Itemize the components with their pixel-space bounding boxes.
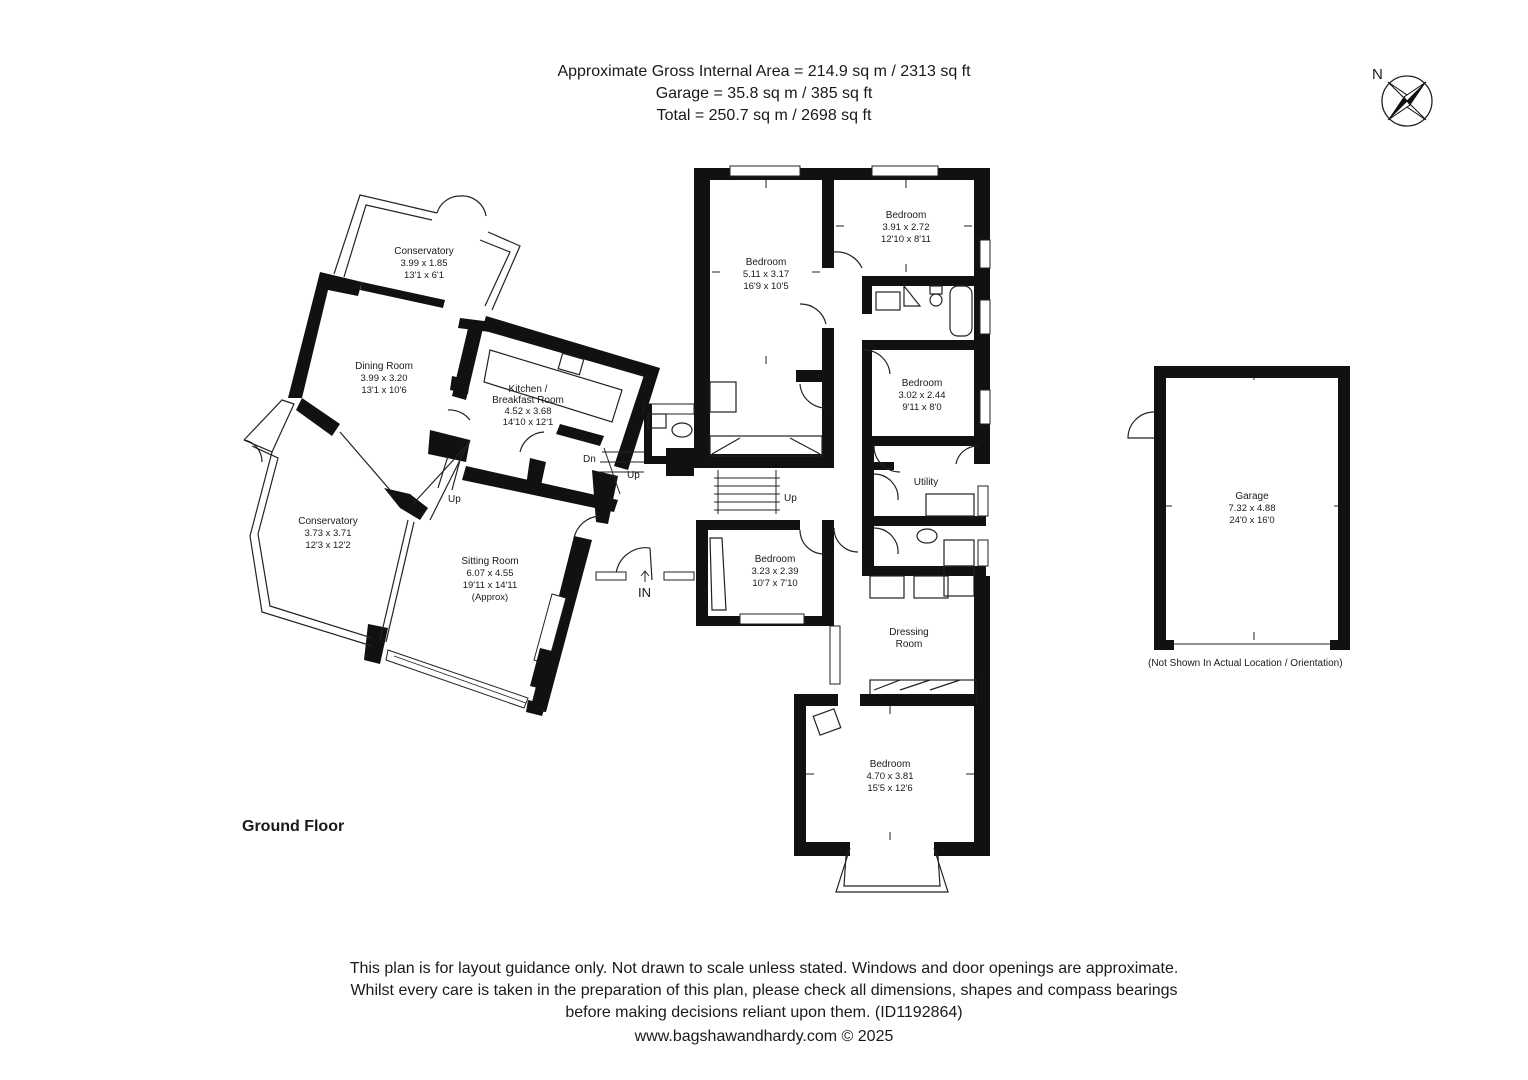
room-name: Conservatory <box>394 246 453 257</box>
room-name: Sitting Room <box>461 556 518 567</box>
room-dim-imperial: 12'3 x 12'2 <box>305 540 350 551</box>
room-name: Bedroom <box>755 554 796 565</box>
stair-labels: Up Dn Up Up <box>448 454 797 505</box>
room-name: Breakfast Room <box>492 395 564 406</box>
east-block-walls <box>643 165 991 893</box>
room-dim-imperial: 12'10 x 8'11 <box>881 234 931 245</box>
room-dim-metric: 5.11 x 3.17 <box>743 269 789 280</box>
west-wing-walls <box>243 194 695 716</box>
room-name: Bedroom <box>746 257 787 268</box>
room-name: Garage <box>1235 491 1269 502</box>
room-name: Bedroom <box>870 759 911 770</box>
stair-up-label: Up <box>448 494 461 505</box>
room-name: Room <box>896 639 923 650</box>
room-dim-metric: 7.32 x 4.88 <box>1228 503 1275 514</box>
room-name: Dressing <box>889 627 928 638</box>
room-dim-metric: 3.73 x 3.71 <box>304 528 351 539</box>
room-dim-metric: 4.52 x 3.68 <box>504 406 551 417</box>
room-name: Kitchen / <box>509 384 548 395</box>
room-dim-imperial: 14'10 x 12'1 <box>503 417 554 428</box>
room-dim-imperial: 19'11 x 14'11 <box>463 580 518 591</box>
room-name: Bedroom <box>902 378 943 389</box>
room-dim-imperial: 10'7 x 7'10 <box>752 578 797 589</box>
room-dim-metric: 4.70 x 3.81 <box>866 771 913 782</box>
room-dim-metric: 3.99 x 1.85 <box>400 258 447 269</box>
room-dim-imperial: 13'1 x 6'1 <box>404 270 444 281</box>
room-dim-imperial: 13'1 x 10'6 <box>361 385 406 396</box>
floor-label: Ground Floor <box>242 818 345 835</box>
room-dim-imperial: 15'5 x 12'6 <box>867 783 912 794</box>
room-dim-imperial: 16'9 x 10'5 <box>743 281 788 292</box>
entrance-label: IN <box>638 585 651 600</box>
stair-up-label: Up <box>627 470 640 481</box>
room-name: Utility <box>914 477 938 488</box>
compass-north-label: N <box>1372 66 1383 83</box>
total-area-line: Total = 250.7 sq m / 2698 sq ft <box>656 107 872 124</box>
garage-area-line: Garage = 35.8 sq m / 385 sq ft <box>655 85 873 102</box>
room-name: Bedroom <box>886 210 927 221</box>
compass-icon: N <box>1372 66 1433 127</box>
room-name: Dining Room <box>355 361 413 372</box>
garage-note: (Not Shown In Actual Location / Orientat… <box>1148 658 1343 669</box>
room-note: (Approx) <box>472 592 508 603</box>
garage-walls <box>1127 366 1350 650</box>
gross-area-line: Approximate Gross Internal Area = 214.9 … <box>557 63 971 80</box>
room-dim-metric: 6.07 x 4.55 <box>466 568 513 579</box>
disclaimer-line1: This plan is for layout guidance only. N… <box>349 960 1179 977</box>
room-dim-metric: 3.99 x 3.20 <box>360 373 407 384</box>
stair-down-label: Dn <box>583 454 596 465</box>
stair-up-label: Up <box>784 493 797 504</box>
room-dim-metric: 3.23 x 2.39 <box>751 566 798 577</box>
room-labels: Conservatory 3.99 x 1.85 13'1 x 6'1 Dini… <box>298 210 1275 794</box>
room-dim-imperial: 24'0 x 16'0 <box>1229 515 1274 526</box>
entrance-arrow-icon <box>640 570 650 582</box>
website-copyright: www.bagshawandhardy.com © 2025 <box>634 1028 894 1045</box>
room-dim-imperial: 9'11 x 8'0 <box>902 402 941 413</box>
room-name: Conservatory <box>298 516 357 527</box>
disclaimer-line2: Whilst every care is taken in the prepar… <box>350 982 1178 999</box>
room-dim-metric: 3.91 x 2.72 <box>882 222 929 233</box>
disclaimer-line3: before making decisions reliant upon the… <box>565 1004 963 1021</box>
room-dim-metric: 3.02 x 2.44 <box>898 390 945 401</box>
